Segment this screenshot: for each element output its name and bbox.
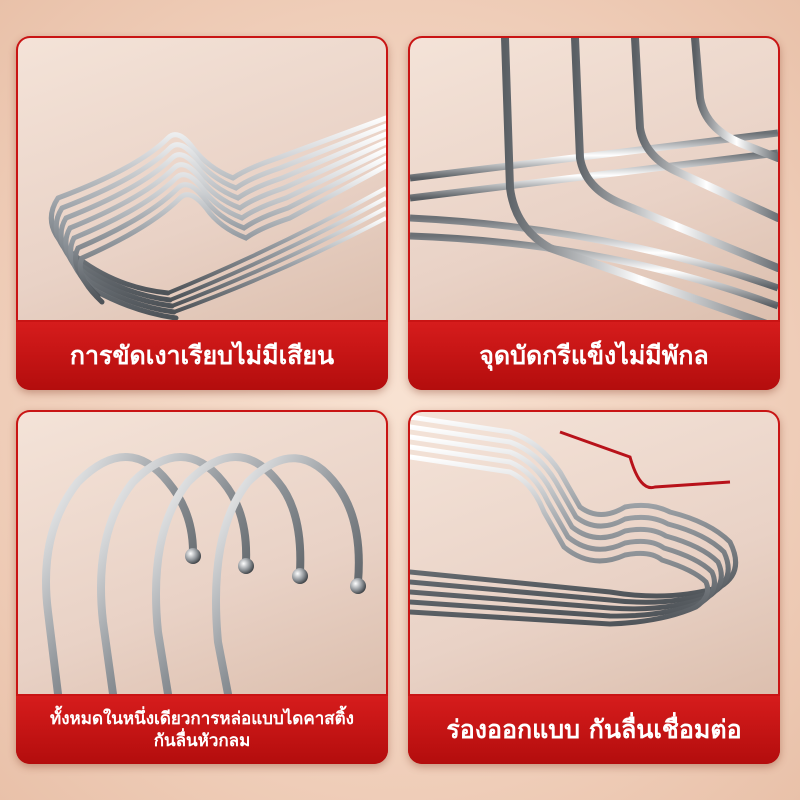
caption-line-2: กันลื่นหัวกลม: [153, 731, 251, 751]
caption-text: จุดบัดกรีแข็งไม่มีพักล: [479, 341, 709, 370]
caption-weld: จุดบัดกรีแข็งไม่มีพักล: [408, 322, 780, 390]
feature-panel-hooks: ทั้งหมดในหนึ่งเดียวการหล่อแบบไดคาสติ้ง ก…: [16, 410, 388, 764]
feature-panel-weld: จุดบัดกรีแข็งไม่มีพักล: [408, 36, 780, 390]
hanger-groove-photo: [410, 412, 778, 694]
feature-panel-polished: การขัดเงาเรียบไม่มีเสียน: [16, 36, 388, 390]
caption-hooks: ทั้งหมดในหนึ่งเดียวการหล่อแบบไดคาสติ้ง ก…: [16, 696, 388, 764]
feature-panel-groove: ร่องออกแบบ กันลื่นเชื่อมต่อ: [408, 410, 780, 764]
hanger-stack-photo: [18, 38, 386, 320]
hanger-hooks-photo: [18, 412, 386, 694]
caption-groove: ร่องออกแบบ กันลื่นเชื่อมต่อ: [408, 696, 780, 764]
hanger-weld-photo: [410, 38, 778, 320]
caption-text: การขัดเงาเรียบไม่มีเสียน: [69, 341, 335, 370]
caption-line-1: ทั้งหมดในหนึ่งเดียวการหล่อแบบไดคาสติ้ง: [50, 709, 354, 729]
caption-text: ร่องออกแบบ กันลื่นเชื่อมต่อ: [446, 715, 742, 744]
caption-polished: การขัดเงาเรียบไม่มีเสียน: [16, 322, 388, 390]
